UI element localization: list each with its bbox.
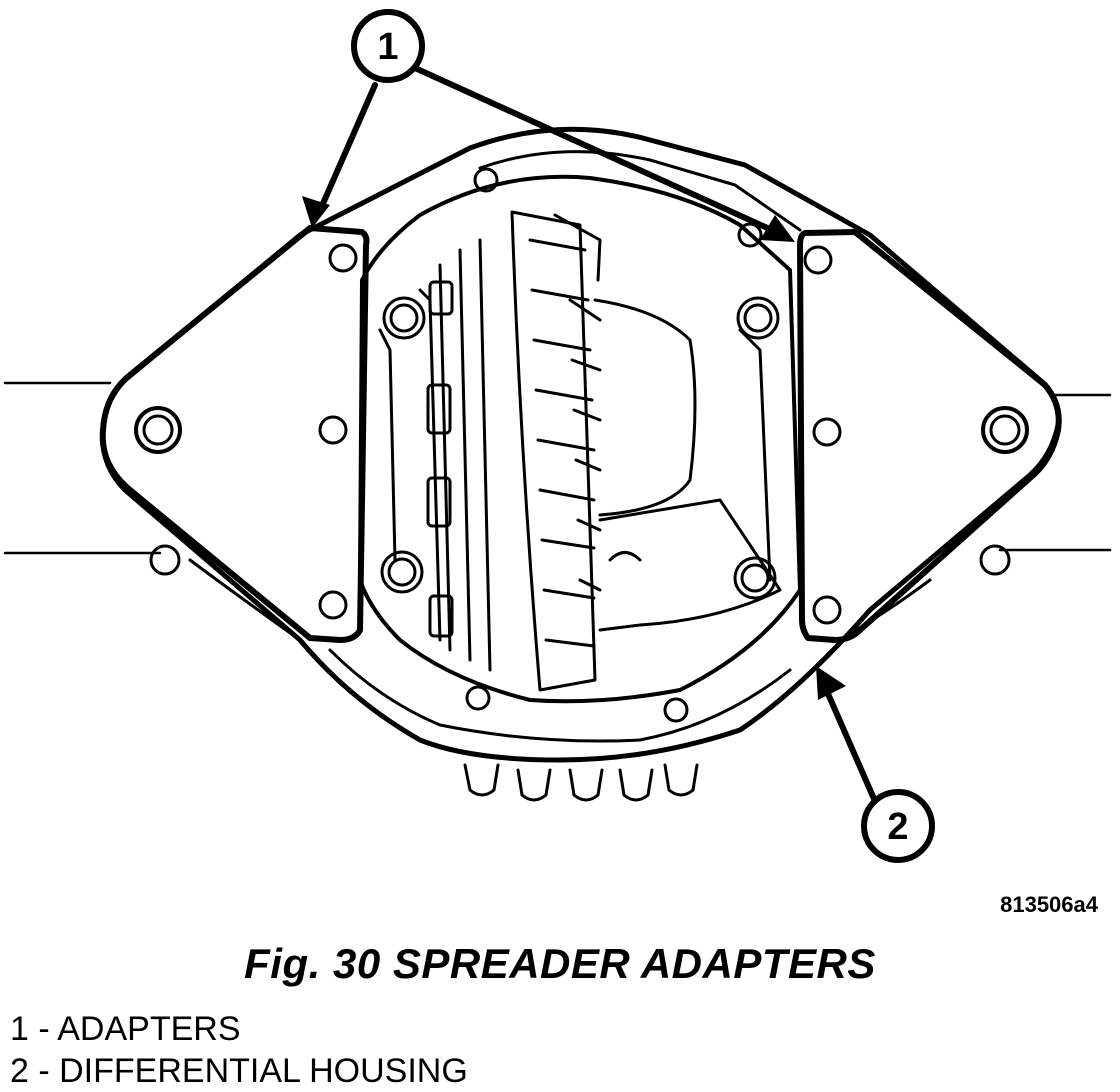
legend-item-adapters: 1 - ADAPTERS xyxy=(10,1010,241,1048)
ring-gear xyxy=(438,210,602,692)
arrowhead-1-right xyxy=(760,215,795,242)
spreader-adapter-left xyxy=(99,225,370,643)
spreader-adapter-right xyxy=(797,229,1062,643)
callout-leader-1 xyxy=(315,65,788,239)
legend: 1 - ADAPTERS 2 - DIFFERENTIAL HOUSING xyxy=(10,1008,468,1092)
arrowhead-1-left xyxy=(302,196,330,228)
carrier-bolt-heads xyxy=(380,280,780,638)
callout-1-number: 1 xyxy=(377,26,398,68)
axle-tube-right xyxy=(998,393,1112,552)
figure-caption: Fig. 30 SPREADER ADAPTERS xyxy=(244,940,876,987)
axle-tube-left xyxy=(3,381,162,555)
arrowhead-2 xyxy=(816,666,846,700)
callout-leader-2 xyxy=(819,677,881,811)
spreader-adapter-diagram: 1 2 xyxy=(3,9,1112,863)
figure-code: 813506a4 xyxy=(1000,892,1098,917)
legend-item-differential-housing: 2 - DIFFERENTIAL HOUSING xyxy=(10,1052,468,1090)
callout-2-number: 2 xyxy=(887,806,908,848)
callout-1: 1 xyxy=(351,9,425,83)
callout-2: 2 xyxy=(861,789,935,863)
differential-carrier xyxy=(378,288,782,642)
